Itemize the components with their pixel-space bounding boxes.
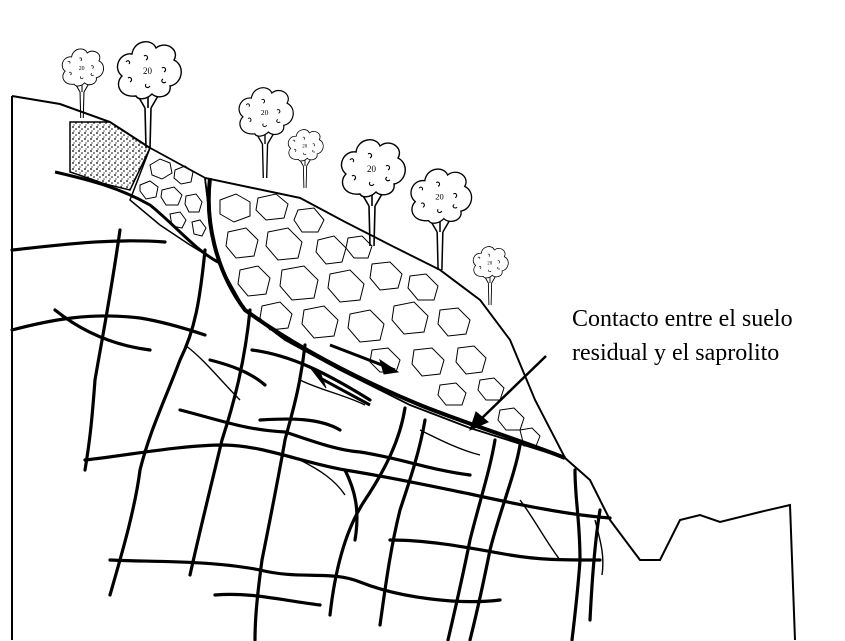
arrow-icon: [469, 355, 547, 431]
colluvium-block: [69, 121, 151, 191]
shear-arrow-icon: [310, 343, 400, 407]
contact-line: [54, 170, 566, 460]
saprolite-fine-joints: [184, 344, 604, 576]
annotation-line-1: Contacto entre el suelo: [572, 306, 793, 332]
residual-soil-wedge: [129, 146, 220, 264]
saprolite-blocks: [10, 228, 612, 641]
contact-annotation: Contacto entre el suelo residual y el sa…: [572, 302, 842, 370]
annotation-line-2: residual y el saprolito: [572, 340, 780, 366]
